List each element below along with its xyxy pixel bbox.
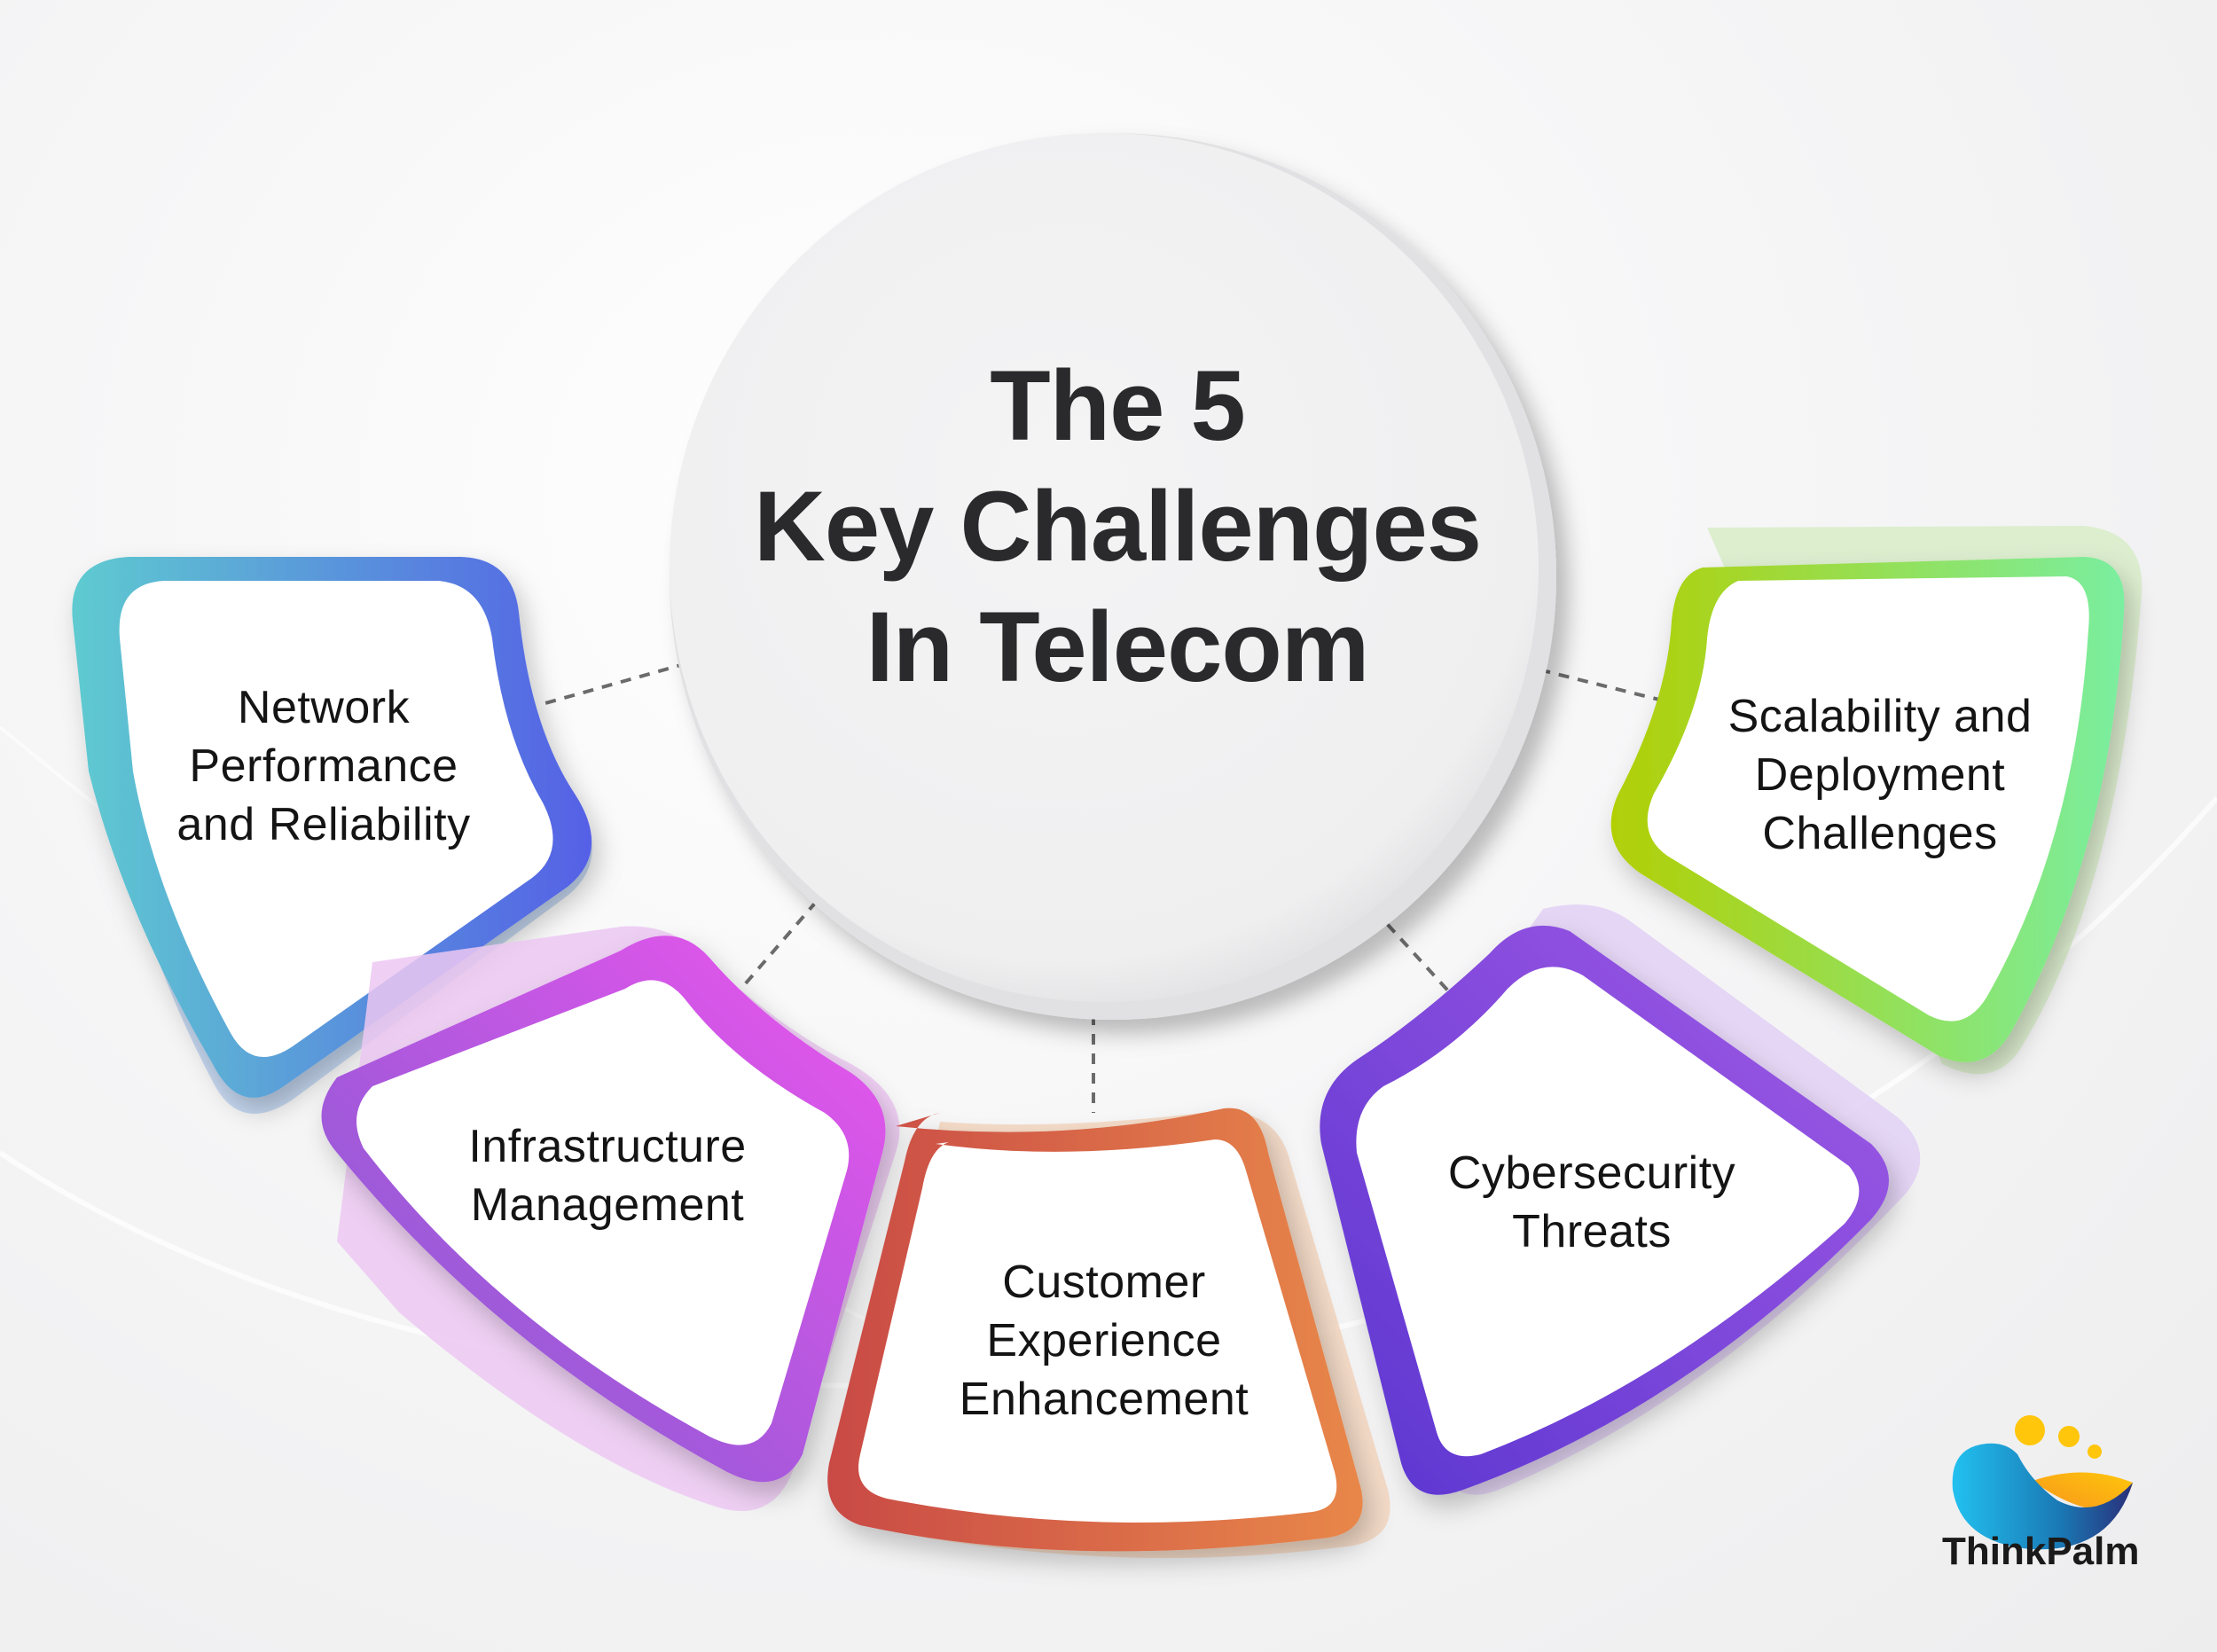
card-infrastructure bbox=[321, 926, 900, 1511]
card-customer bbox=[827, 1108, 1391, 1558]
challenge-label-cybersecurity: Cybersecurity Threats bbox=[1447, 1147, 1736, 1257]
title-line-1: The 5 bbox=[990, 350, 1246, 461]
title-line-2: Key Challenges bbox=[753, 471, 1482, 582]
title-line-3: In Telecom bbox=[866, 591, 1370, 702]
card-network bbox=[72, 557, 592, 1114]
brand-name: ThinkPalm bbox=[1942, 1530, 2140, 1573]
card-cybersecurity bbox=[1320, 904, 1921, 1495]
challenge-label-infrastructure: Infrastructure Management bbox=[468, 1121, 747, 1231]
card-scalability bbox=[1610, 526, 2143, 1075]
challenge-label-customer: Customer Experience Enhancement bbox=[959, 1257, 1250, 1425]
challenge-label-network: Network Performance and Reliability bbox=[176, 682, 471, 850]
thinkpalm-logo-icon bbox=[1952, 1415, 2133, 1550]
title-circle bbox=[670, 133, 1539, 1002]
challenge-label-scalability: Scalability and Deployment Challenges bbox=[1727, 691, 2033, 859]
page-title: The 5 Key Challenges In Telecom bbox=[674, 346, 1561, 708]
